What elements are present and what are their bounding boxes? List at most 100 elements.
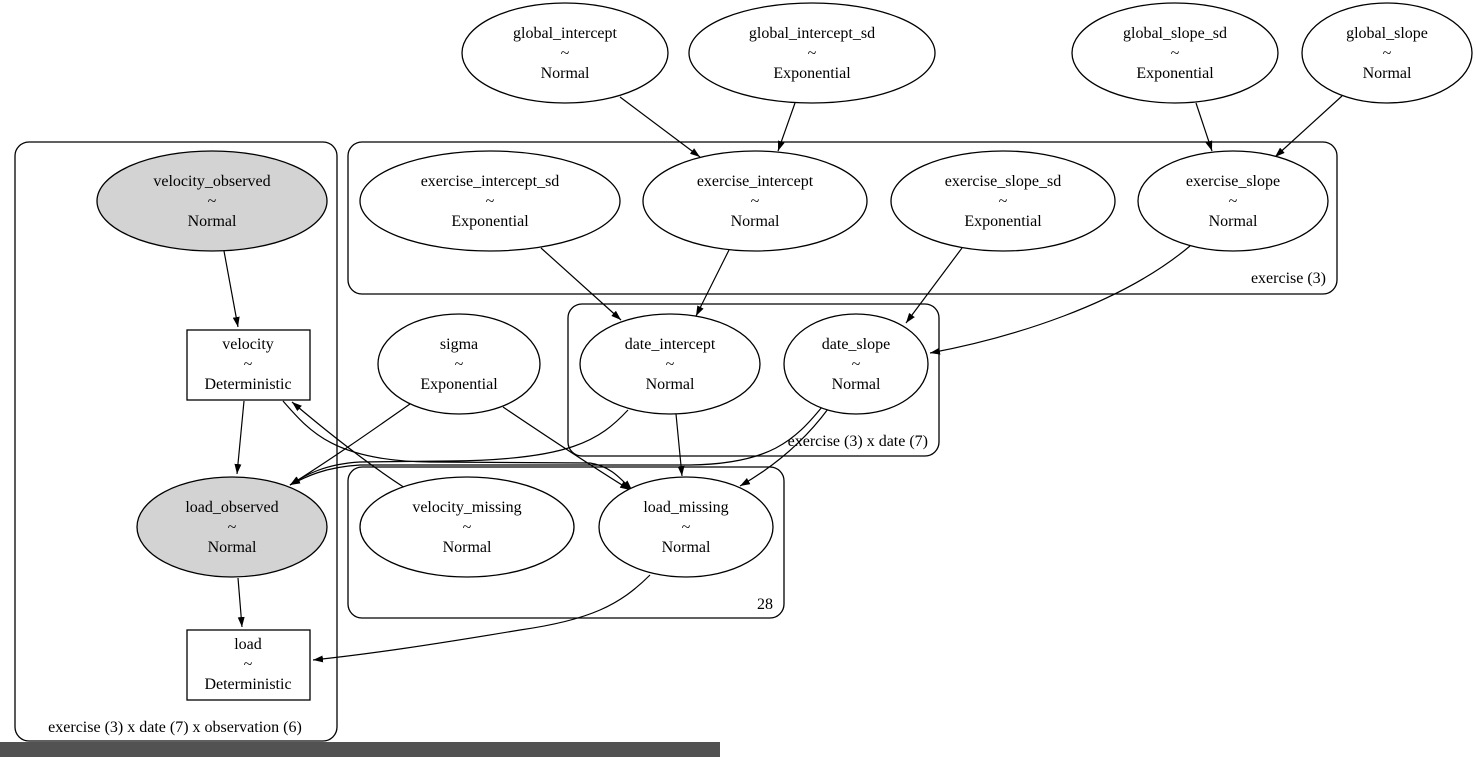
node-global_slope_sd[interactable]: global_slope_sd ~ Exponential bbox=[1071, 2, 1279, 104]
edge-velocity_missing-to-velocity bbox=[291, 401, 406, 489]
node-sigma[interactable]: sigma~Exponential bbox=[377, 313, 541, 415]
node-exercise_intercept[interactable]: exercise_intercept~Normal bbox=[642, 150, 868, 252]
node-exercise_slope[interactable]: exercise_slope~Normal bbox=[1137, 150, 1329, 252]
node-exercise_intercept_sd[interactable]: exercise_intercept_sd ~ Exponential bbox=[359, 150, 621, 252]
node-distribution: Deterministic bbox=[204, 376, 291, 393]
node-tilde: ~ bbox=[666, 356, 675, 373]
edge-global_slope-to-exercise_slope bbox=[1274, 95, 1343, 158]
node-name: exercise_intercept bbox=[697, 173, 814, 190]
node-distribution: Exponential bbox=[964, 213, 1042, 230]
edge-exercise_intercept_sd-to-date_intercept bbox=[540, 247, 622, 321]
plate-missing bbox=[347, 466, 785, 619]
node-name: sigma bbox=[440, 336, 478, 353]
node-tilde: ~ bbox=[208, 193, 217, 210]
node-shape bbox=[359, 150, 621, 252]
node-date_intercept[interactable]: date_intercept ~ Normal bbox=[579, 313, 761, 415]
edge-velocity-to-load_observed bbox=[234, 400, 245, 475]
edge-date_intercept-to-load_missing bbox=[675, 413, 685, 477]
edge-global_slope_sd-to-exercise_slope bbox=[1195, 102, 1213, 152]
node-distribution: Exponential bbox=[451, 213, 529, 230]
node-shape bbox=[890, 150, 1116, 252]
node-name: velocity_missing bbox=[412, 499, 521, 516]
node-tilde: ~ bbox=[1229, 193, 1238, 210]
edge-global_intercept-to-exercise_intercept bbox=[619, 96, 701, 158]
node-tilde: ~ bbox=[1383, 45, 1392, 62]
node-shape bbox=[688, 2, 936, 104]
node-tilde: ~ bbox=[682, 519, 691, 536]
node-name: date_slope bbox=[822, 336, 890, 353]
node-distribution: Normal bbox=[646, 376, 695, 393]
node-date_slope[interactable]: date_slope ~ Normal bbox=[783, 313, 929, 415]
node-distribution: Normal bbox=[1209, 213, 1258, 230]
node-tilde: ~ bbox=[486, 193, 495, 210]
node-tilde: ~ bbox=[463, 519, 472, 536]
node-shape bbox=[1071, 2, 1279, 104]
node-global_slope[interactable]: global_slope ~ Normal bbox=[1301, 2, 1473, 104]
node-distribution: Normal bbox=[443, 539, 492, 556]
node-shape bbox=[1301, 2, 1473, 104]
node-global_intercept_sd[interactable]: global_intercept_sd ~ Exponential bbox=[688, 2, 936, 104]
node-load_observed[interactable]: load_observed~Normal bbox=[136, 476, 328, 578]
node-shape bbox=[186, 629, 311, 701]
plate-date bbox=[567, 303, 940, 457]
node-distribution: Deterministic bbox=[204, 676, 291, 693]
node-name: exercise_intercept_sd bbox=[421, 173, 560, 190]
node-name: exercise_slope_sd bbox=[945, 173, 1061, 190]
edge-date_slope-to-load_missing bbox=[739, 408, 829, 487]
node-distribution: Normal bbox=[731, 213, 780, 230]
node-load_missing[interactable]: load_missing ~ Normal bbox=[598, 476, 774, 578]
node-name: velocity_observed bbox=[153, 173, 270, 190]
node-name: global_slope_sd bbox=[1123, 25, 1227, 42]
node-distribution: Exponential bbox=[773, 65, 851, 82]
plate-exercise bbox=[347, 141, 1338, 295]
node-tilde: ~ bbox=[1171, 45, 1180, 62]
node-distribution: Normal bbox=[1363, 65, 1412, 82]
node-shape bbox=[359, 476, 575, 578]
plate-label-exercise: exercise (3) bbox=[1251, 270, 1326, 287]
node-name: global_intercept_sd bbox=[749, 25, 875, 42]
edge-date_intercept-to-load_observed bbox=[289, 409, 629, 486]
edge-exercise_slope_sd-to-date_slope bbox=[905, 247, 963, 324]
node-tilde: ~ bbox=[244, 656, 253, 673]
edge-exercise_slope-to-date_slope bbox=[929, 245, 1191, 355]
node-global_intercept[interactable]: global_intercept~Normal bbox=[461, 2, 669, 104]
node-distribution: Normal bbox=[832, 376, 881, 393]
node-name: load bbox=[234, 636, 262, 653]
node-velocity[interactable]: velocity~Deterministic bbox=[186, 329, 311, 401]
node-shape bbox=[642, 150, 868, 252]
node-exercise_slope_sd[interactable]: exercise_slope_sd~Exponential bbox=[890, 150, 1116, 252]
edge-velocity_observed-to-velocity bbox=[223, 250, 240, 328]
node-distribution: Exponential bbox=[1136, 65, 1214, 82]
edge-date_slope-to-load_observed bbox=[289, 406, 823, 486]
node-velocity_observed[interactable]: velocity_observed ~ Normal bbox=[96, 150, 328, 252]
node-shape bbox=[96, 150, 328, 252]
edge-global_intercept_sd-to-exercise_intercept bbox=[777, 102, 796, 152]
node-tilde: ~ bbox=[244, 356, 253, 373]
node-shape bbox=[579, 313, 761, 415]
edge-velocity-to-load_missing bbox=[282, 400, 633, 491]
node-tilde: ~ bbox=[852, 356, 861, 373]
node-name: global_slope bbox=[1346, 25, 1428, 42]
plate-label-obs: exercise (3) x date (7) x observation (6… bbox=[48, 719, 302, 736]
plate-label-missing: 28 bbox=[757, 596, 773, 613]
node-tilde: ~ bbox=[808, 45, 817, 62]
node-shape bbox=[461, 2, 669, 104]
edge-exercise_intercept-to-date_intercept bbox=[695, 249, 730, 317]
node-load[interactable]: load ~ Deterministic bbox=[186, 629, 311, 701]
node-name: global_intercept bbox=[513, 25, 618, 42]
edge-sigma-to-load_missing bbox=[502, 406, 631, 491]
node-tilde: ~ bbox=[228, 519, 237, 536]
node-distribution: Normal bbox=[208, 539, 257, 556]
node-distribution: Normal bbox=[662, 539, 711, 556]
node-shape bbox=[136, 476, 328, 578]
plate-obs bbox=[14, 141, 338, 742]
node-name: load_missing bbox=[643, 499, 728, 516]
node-shape bbox=[377, 313, 541, 415]
horizontal-scrollbar[interactable] bbox=[0, 742, 720, 757]
node-name: date_intercept bbox=[625, 336, 716, 353]
node-velocity_missing[interactable]: velocity_missing ~ Normal bbox=[359, 476, 575, 578]
node-shape bbox=[1137, 150, 1329, 252]
node-distribution: Normal bbox=[188, 213, 237, 230]
node-tilde: ~ bbox=[561, 45, 570, 62]
